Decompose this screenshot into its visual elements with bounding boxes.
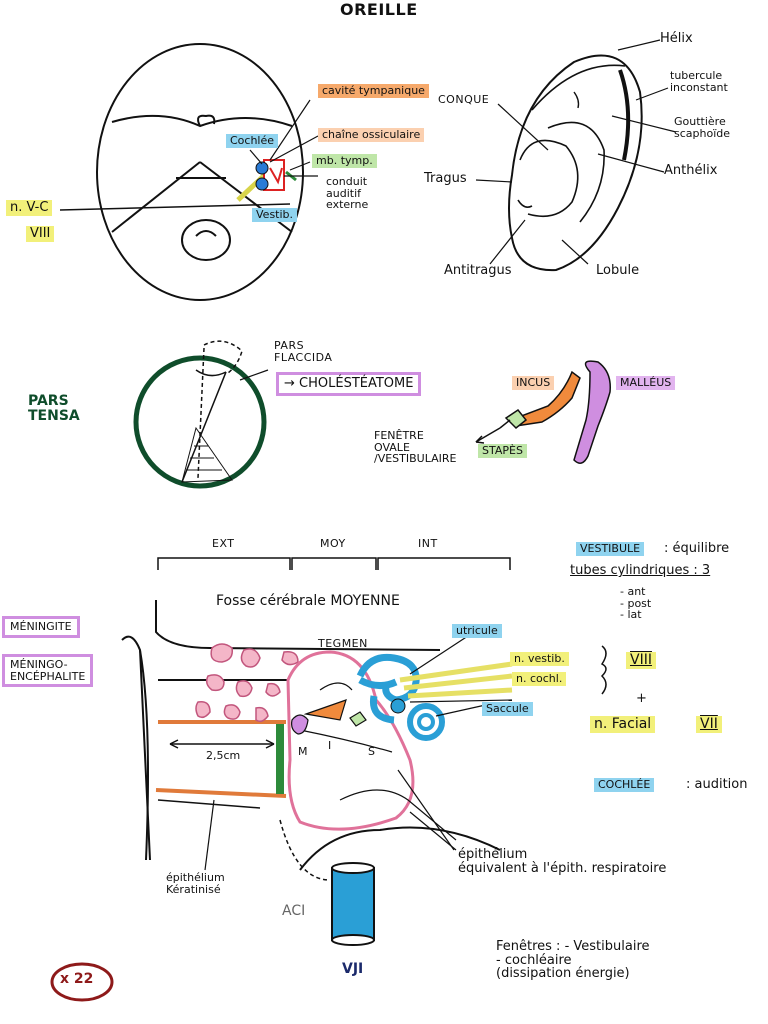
page-mark: x 22 (60, 971, 94, 987)
label-pars-flaccida: PARS FLACCIDA (274, 339, 333, 364)
label-tragus: Tragus (424, 171, 467, 186)
note-ant-post-lat: - ant - post - lat (620, 585, 652, 622)
note-plus: + (636, 691, 647, 706)
label-meningite: MÉNINGITE (2, 616, 80, 638)
label-int: INT (418, 537, 438, 550)
label-mb-tymp: mb. tymp. (312, 154, 377, 168)
label-epithelium-keratinise: épithélium Kératinisé (166, 871, 225, 896)
label-stapes: STAPÈS (478, 444, 527, 458)
label-vestib: Vestib. (252, 208, 298, 222)
label-n-cochl: n. cochl. (512, 672, 567, 686)
tympanic-membrane-drawing (133, 340, 269, 489)
label-conduit-auditif-externe: conduit auditif externe (326, 175, 369, 212)
note-vii: VII (696, 716, 722, 733)
skull-ear-detail (249, 99, 319, 191)
label-distance: 2,5cm (206, 749, 241, 762)
label-n-vc: n. V-C (6, 200, 53, 216)
label-utricule: utricule (452, 624, 502, 638)
label-chaine-ossiculaire: chaîne ossiculaire (318, 128, 425, 142)
note-n-facial: n. Facial (590, 716, 656, 733)
note-tubes-cylindriques: tubes cylindriques : 3 (570, 563, 711, 578)
label-lobule: Lobule (596, 263, 640, 278)
label-i: I (328, 739, 332, 752)
label-fosse-cerebrale: Fosse cérébrale MOYENNE (216, 593, 400, 609)
label-moy: MOY (320, 537, 346, 550)
section-brackets (157, 557, 511, 570)
label-fenetre-ovale: FENÊTRE OVALE /VESTIBULAIRE (374, 429, 457, 466)
nerve-brace (600, 645, 607, 695)
label-m: M (298, 745, 308, 758)
auricle-drawing (475, 39, 677, 272)
label-tubercule: tubercule inconstant (670, 69, 728, 94)
note-fenetres: Fenêtres : - Vestibulaire - cochléaire (… (496, 939, 650, 982)
label-cavite-tympanique: cavité tympanique (318, 84, 429, 98)
ossicles-drawing (475, 360, 611, 464)
label-gouttiere: Gouttière scaphoïde (674, 115, 731, 140)
label-n-vestib: n. vestib. (510, 652, 569, 666)
label-helix: Hélix (660, 31, 693, 46)
note-vestibule: VESTIBULE (576, 542, 645, 556)
label-aci: ACI (282, 903, 306, 919)
label-cochlee: Cochlée (226, 134, 279, 148)
page-title: OREILLE (340, 0, 418, 19)
label-anthelix: Anthélix (664, 163, 718, 178)
label-conque: CONQUE (438, 93, 490, 106)
label-meningo-encephalite: MÉNINGO- ENCÉPHALITE (2, 654, 94, 688)
label-incus: INCUS (512, 376, 555, 390)
label-viii-skull: VIII (26, 226, 55, 242)
note-viii: VIII (626, 652, 656, 669)
label-vji: VJI (342, 961, 364, 977)
label-tegmen: TEGMEN (318, 637, 368, 650)
page-mark-oval (50, 962, 114, 1002)
label-pars-tensa: PARS TENSA (28, 393, 80, 424)
note-audition: : audition (686, 777, 748, 792)
label-s: S (368, 745, 375, 758)
label-ext: EXT (212, 537, 235, 550)
note-equilibre: : équilibre (664, 541, 730, 556)
label-epithelium-respiratoire: épithélium équivalent à l'épith. respira… (458, 847, 667, 876)
label-malleus: MALLÉUS (616, 376, 676, 390)
label-cholesteatome: → CHOLÉSTÉATOME (276, 372, 422, 396)
label-antitragus: Antitragus (444, 263, 512, 278)
note-cochlee: COCHLÉE (594, 778, 655, 792)
label-saccule: Saccule (482, 702, 533, 716)
section-drawing (121, 600, 513, 946)
